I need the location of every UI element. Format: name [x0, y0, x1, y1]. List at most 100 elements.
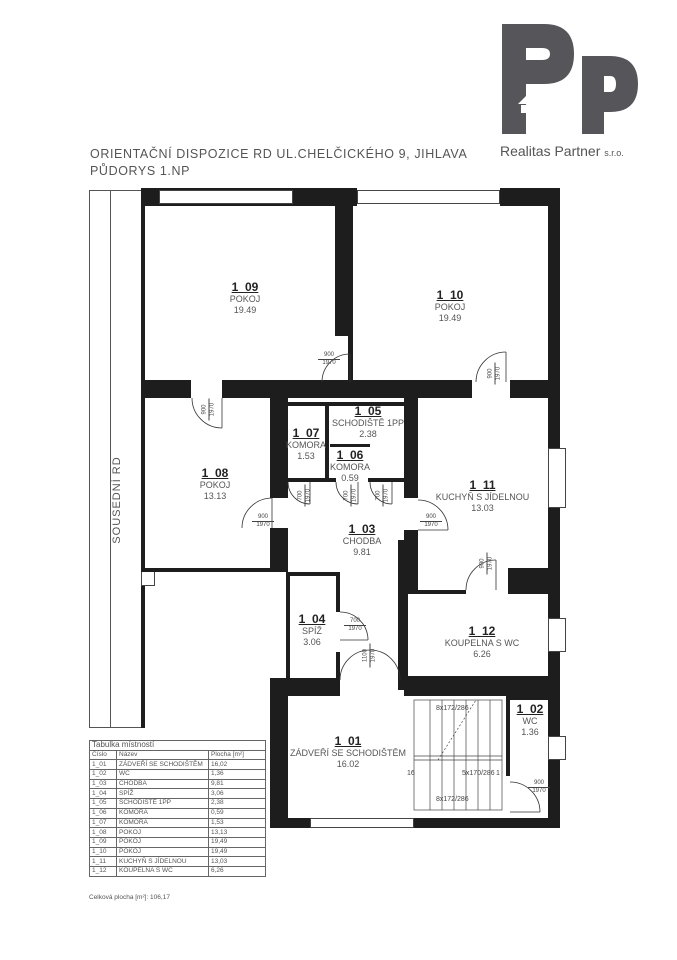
table-cell: CHODBA	[116, 778, 209, 790]
room-area: 3.06	[303, 637, 321, 647]
table-cell: KUCHYŇ S JÍDELNOU	[116, 856, 209, 867]
room-number: 1_08	[201, 466, 229, 480]
table-header-row: Číslo Název Plocha [m²]	[89, 749, 266, 761]
table-cell: 1_06	[89, 807, 117, 819]
room-1-09: 1_09 POKOJ 19.49	[205, 280, 285, 316]
table-cell: 1,53	[208, 817, 266, 829]
table-cell: WC	[116, 769, 209, 780]
realitas-partner-logo-icon	[502, 24, 638, 134]
room-number: 1_05	[354, 404, 382, 418]
room-name: KUCHYŇ S JÍDELNOU	[435, 492, 530, 502]
room-1-12: 1_12 KOUPELNA S WC 6.26	[422, 624, 542, 660]
table-title: Tabulka místností	[89, 740, 266, 751]
plan-subtitle: PŮDORYS 1.NP	[90, 164, 191, 178]
table-cell: 1_01	[89, 759, 117, 771]
room-table: Tabulka místností Číslo Název Plocha [m²…	[89, 740, 266, 877]
neighbor-house	[89, 190, 143, 728]
room-1-07: 1_07 KOMORA 1.53	[282, 426, 330, 462]
room-area: 13.03	[471, 503, 494, 513]
table-cell: SPÍŽ	[116, 788, 209, 800]
room-area: 1.53	[297, 451, 315, 461]
table-cell: 1_03	[89, 778, 117, 790]
room-1-10: 1_10 POKOJ 19.49	[410, 288, 490, 324]
table-cell: 13,13	[208, 827, 266, 838]
table-cell: 1_07	[89, 817, 117, 829]
room-area: 13.13	[203, 491, 227, 501]
table-cell: 0,59	[208, 807, 266, 819]
table-cell: POKOJ	[116, 827, 209, 838]
room-1-05: 1_05 SCHODIŠTĚ 1PP 2.38	[328, 404, 408, 440]
room-name: SPÍŽ	[301, 626, 322, 636]
room-name: CHODBA	[342, 536, 382, 546]
plan-title: ORIENTAČNÍ DISPOZICE RD UL.CHELČICKÉHO 9…	[90, 147, 468, 161]
room-number: 1_12	[468, 624, 496, 638]
room-number: 1_09	[231, 280, 259, 294]
room-area: 1.36	[521, 727, 539, 737]
stair-label-upper: 8x172/286	[436, 705, 469, 712]
table-cell: 1_11	[89, 856, 117, 867]
room-number: 1_01	[334, 734, 362, 748]
room-1-02: 1_02 WC 1.36	[510, 702, 550, 738]
total-area: Celková plocha [m²]: 106,17	[89, 894, 170, 901]
room-1-03: 1_03 CHODBA 9.81	[320, 522, 404, 558]
table-cell: 19,49	[208, 836, 266, 848]
room-number: 1_04	[298, 612, 326, 626]
brand-name: Realitas Partner s.r.o.	[500, 143, 624, 159]
table-cell: KOMORA	[116, 807, 209, 819]
table-cell: 1_02	[89, 769, 117, 780]
table-cell: 19,49	[208, 846, 266, 858]
room-1-01: 1_01 ZÁDVEŘÍ SE SCHODIŠTĚM 16.02	[288, 734, 408, 770]
table-cell: 1_04	[89, 788, 117, 800]
room-1-11: 1_11 KUCHYŇ S JÍDELNOU 13.03	[420, 478, 545, 514]
room-1-08: 1_08 POKOJ 13.13	[175, 466, 255, 502]
room-name: POKOJ	[229, 294, 261, 304]
room-area: 2.38	[359, 429, 377, 439]
table-cell: 1_10	[89, 846, 117, 858]
room-number: 1_11	[469, 478, 496, 492]
table-cell: 1_08	[89, 827, 117, 838]
table-cell: 1_05	[89, 798, 117, 809]
stair-step-first: 16	[407, 770, 415, 777]
table-cell: 16,02	[208, 759, 266, 771]
room-name: ZÁDVEŘÍ SE SCHODIŠTĚM	[289, 748, 406, 758]
room-name: KOMORA	[329, 462, 370, 472]
table-cell: 1_09	[89, 836, 117, 848]
table-cell: 6,26	[208, 865, 266, 877]
table-cell: 1_12	[89, 865, 117, 877]
brand-suffix: s.r.o.	[604, 148, 624, 158]
room-1-04: 1_04 SPÍŽ 3.06	[288, 612, 336, 648]
room-area: 19.49	[438, 313, 462, 323]
room-number: 1_06	[336, 448, 364, 462]
room-name: WC	[522, 716, 538, 726]
room-name: POKOJ	[199, 480, 231, 490]
neighbor-line	[110, 190, 111, 728]
table-cell: 9,81	[208, 778, 266, 790]
table-cell: POKOJ	[116, 846, 209, 858]
table-cell: 1,36	[208, 769, 266, 780]
stair-step-last: 1	[496, 770, 500, 777]
room-number: 1_07	[292, 426, 320, 440]
room-number: 1_02	[516, 702, 544, 716]
table-title-row: Tabulka místností	[89, 740, 266, 751]
table-cell: ZÁDVEŘÍ SE SCHODIŠTĚM	[116, 759, 209, 771]
brand-name-text: Realitas Partner	[500, 143, 601, 159]
table-cell: 13,03	[208, 856, 266, 867]
